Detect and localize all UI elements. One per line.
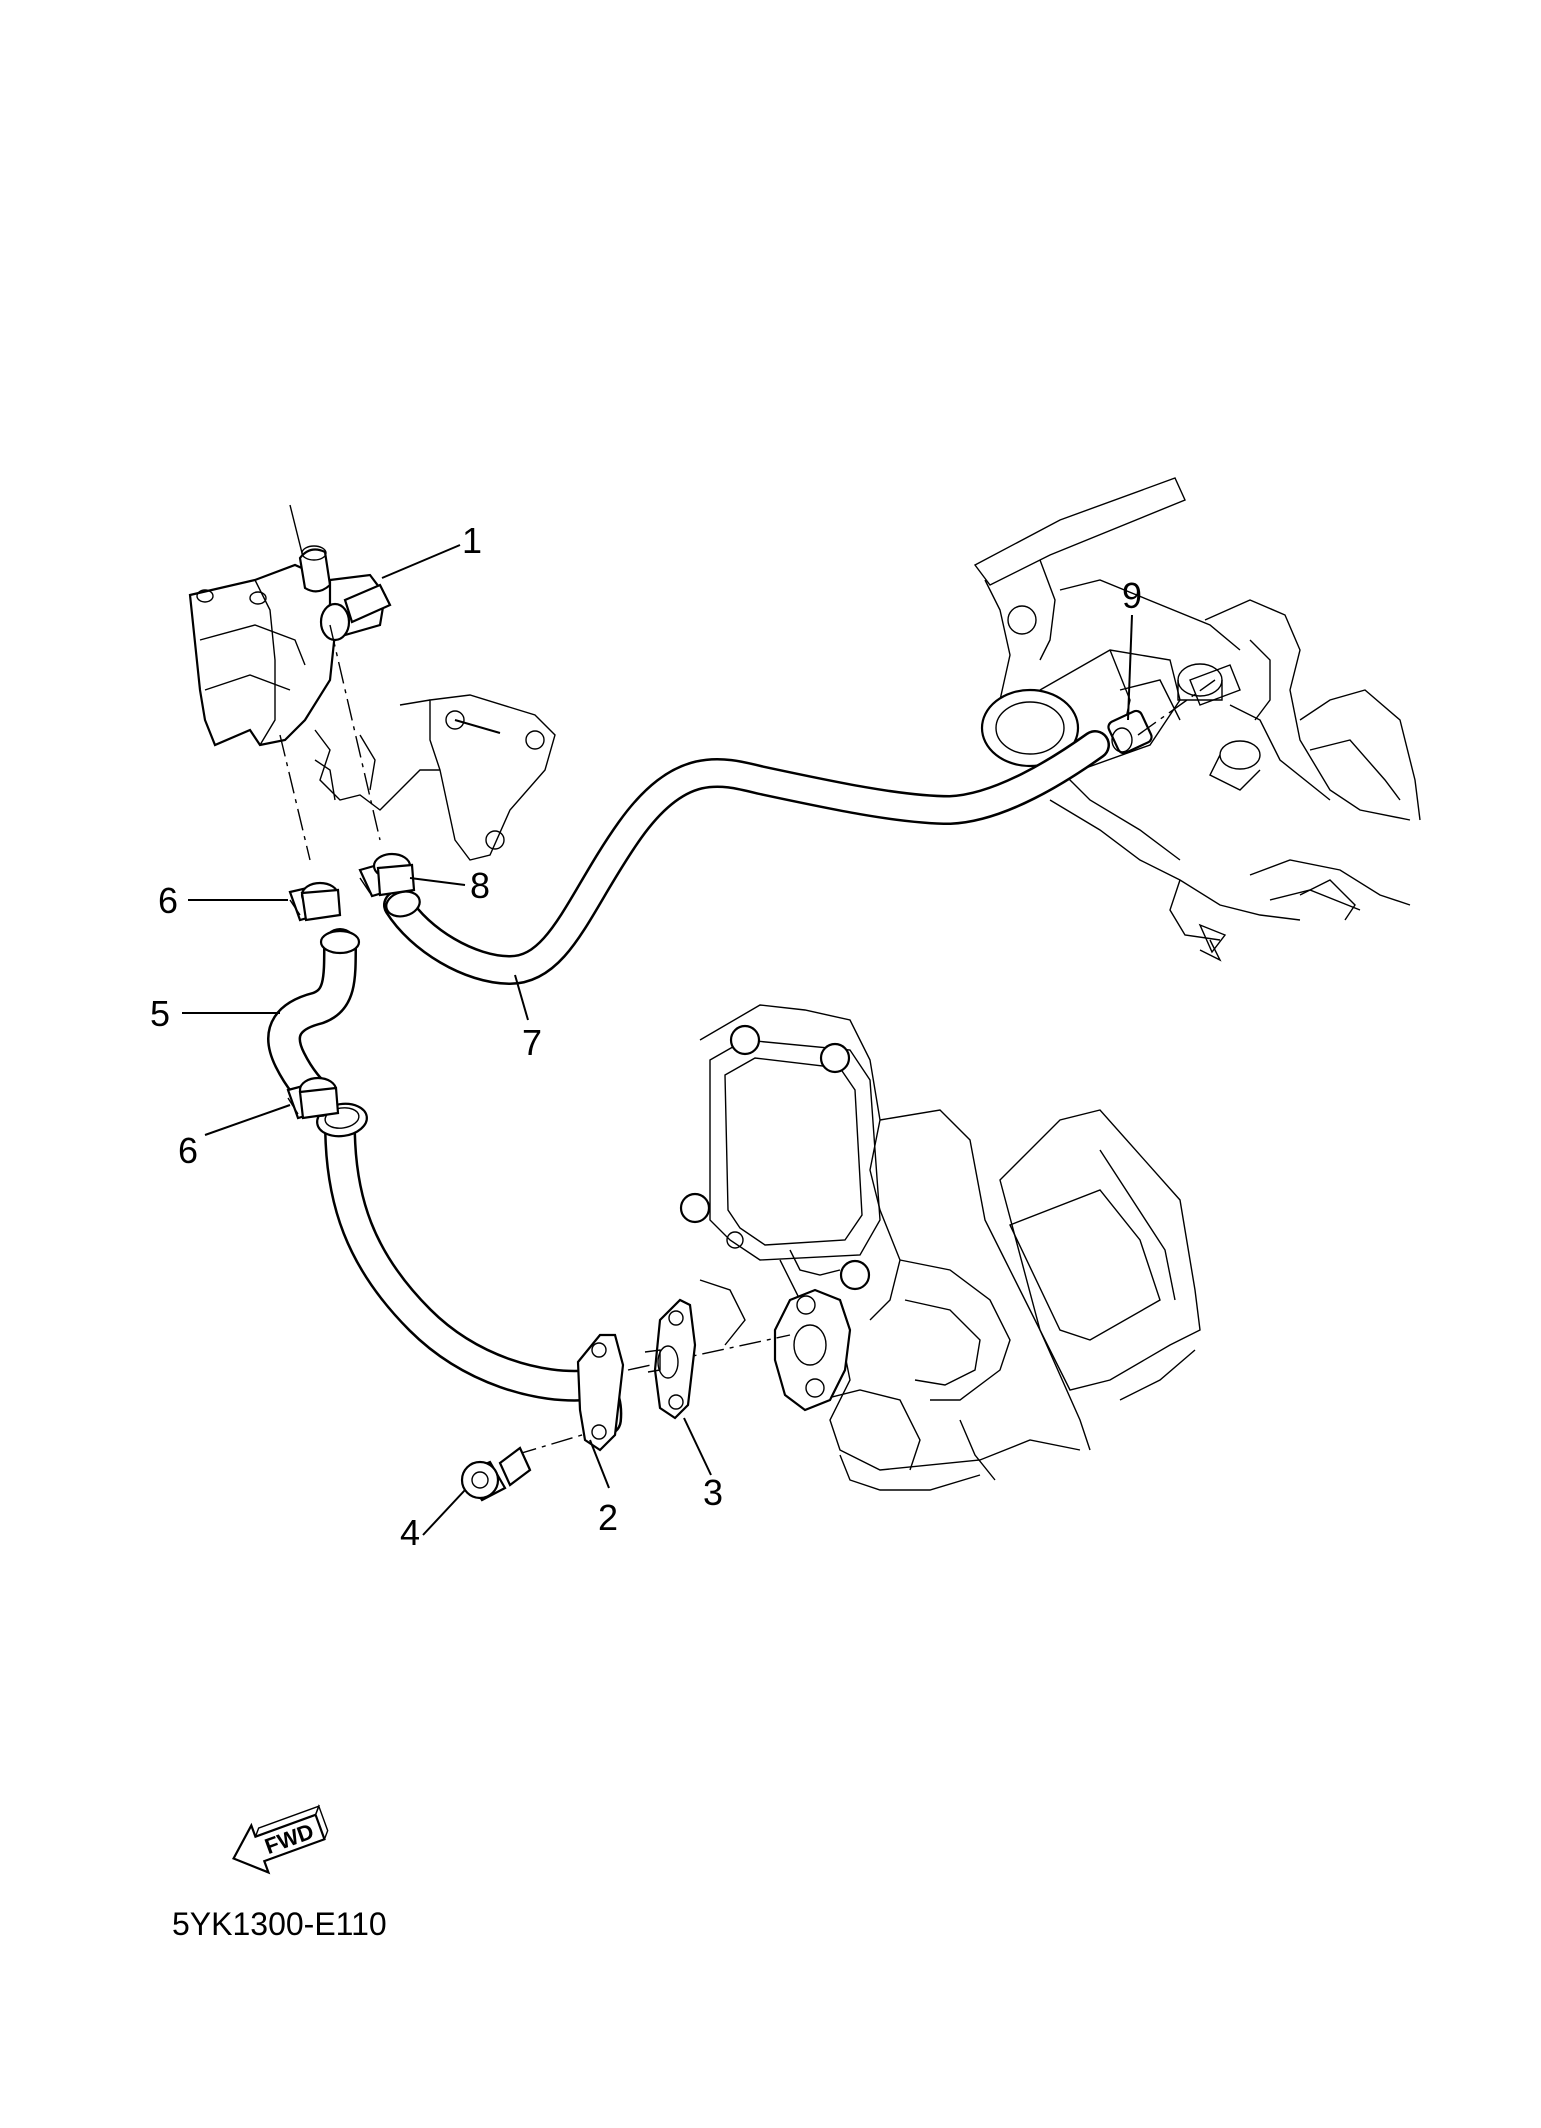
callout-1: 1 (462, 520, 482, 561)
callout-6-lower: 6 (178, 1130, 198, 1171)
callout-2: 2 (598, 1497, 618, 1538)
reed-valve-assembly (188, 504, 392, 747)
callout-7: 7 (522, 1022, 542, 1063)
mounting-bracket (314, 694, 556, 861)
air-injection-pipe (316, 1102, 625, 1452)
callout-4: 4 (400, 1512, 420, 1553)
callout-5: 5 (150, 993, 170, 1034)
callout-labels: 1 2 3 4 5 6 6 7 8 9 (150, 520, 1142, 1553)
callout-3: 3 (703, 1472, 723, 1513)
hose-clamp-8 (358, 852, 416, 898)
callout-9: 9 (1122, 575, 1142, 616)
leader-lines (182, 544, 1133, 1536)
figure-code: 5YK1300-E110 (172, 1906, 387, 1942)
forward-direction-arrow: FWD (231, 1804, 329, 1875)
engine-background-lower (679, 1004, 1201, 1491)
callout-6-upper: 6 (158, 880, 178, 921)
callout-8: 8 (470, 865, 490, 906)
engine-background-upper (973, 477, 1421, 962)
elbow-hose (267, 928, 361, 1117)
air-hose-long (383, 730, 1110, 986)
hose-clamp-upper (288, 881, 342, 922)
exhaust-gasket (644, 1298, 697, 1420)
hose-clamp-lower (286, 1076, 340, 1120)
flange-bolt (460, 1446, 532, 1502)
